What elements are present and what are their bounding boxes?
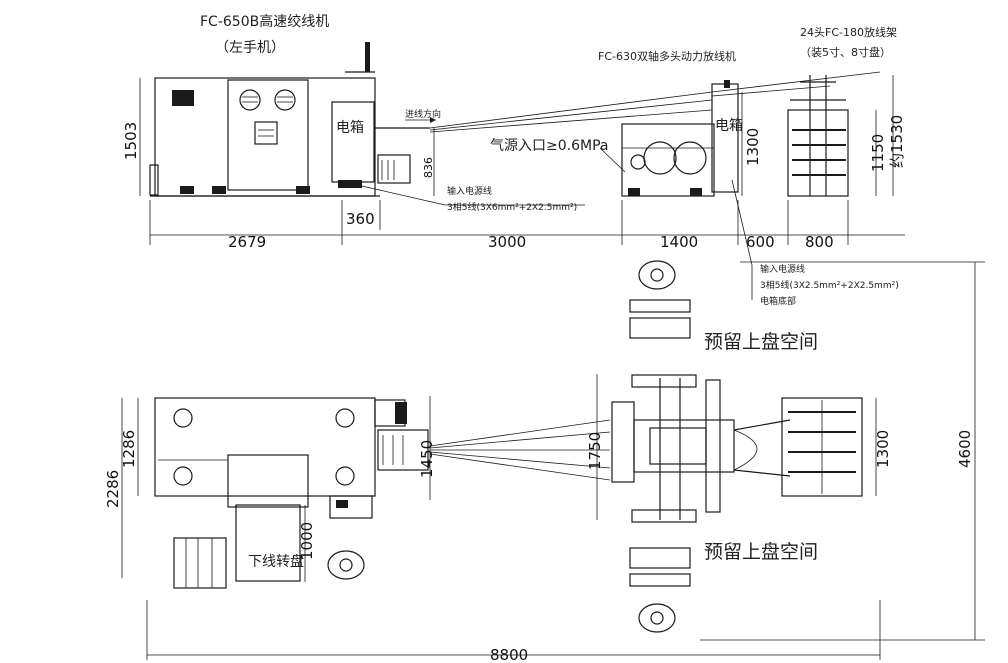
- twister-subtitle: （左手机）: [215, 40, 285, 56]
- dim-1286: 1286: [120, 430, 138, 468]
- dim-1530: 约1530: [888, 115, 906, 168]
- takeup-turntable: [235, 504, 301, 582]
- dim-1750: 1750: [586, 432, 604, 470]
- dim-2679: 2679: [228, 233, 266, 251]
- dim-8800: 8800: [490, 646, 528, 663]
- dim-1503: 1503: [122, 122, 140, 160]
- dim-2286: 2286: [104, 470, 122, 508]
- operator-bottom: [638, 603, 676, 633]
- twister-plan: [154, 397, 376, 497]
- dim-1300-plan: 1300: [874, 430, 892, 468]
- dim-1300-elev: 1300: [744, 128, 762, 166]
- power-in-1-spec: 3相5线(3X6mm²+2X2.5mm²): [447, 201, 577, 213]
- dim-3000: 3000: [488, 233, 526, 251]
- reserve-top-label: 预留上盘空间: [704, 331, 818, 353]
- rack-title: 24头FC-180放线架: [800, 25, 897, 39]
- power-in-2-spec: 3相5线(3X2.5mm²+2X2.5mm²): [760, 279, 899, 291]
- power-in-1-label: 输入电源线: [447, 185, 492, 197]
- payoff-plan: [611, 401, 635, 483]
- rack-subtitle: （装5寸、8寸盘）: [800, 45, 891, 59]
- dim-360: 360: [346, 210, 375, 228]
- electrical-cabinet-1: [331, 101, 375, 183]
- payoff-rack: [787, 109, 849, 197]
- vent-grille: [172, 90, 194, 106]
- feed-direction-label: 进线方向: [405, 108, 441, 120]
- dim-1150: 1150: [869, 134, 887, 172]
- motor: [377, 154, 411, 184]
- dim-600: 600: [746, 233, 775, 251]
- dim-4600: 4600: [956, 430, 974, 468]
- power-in-2-label: 输入电源线: [760, 263, 805, 275]
- cabinet-bottom-label: 电箱底部: [760, 295, 796, 307]
- dim-1400: 1400: [660, 233, 698, 251]
- cabinet-2-label: 电箱: [715, 118, 743, 134]
- dim-800: 800: [805, 233, 834, 251]
- lever-handle: [365, 42, 370, 72]
- reserve-bottom-label: 预留上盘空间: [704, 541, 818, 563]
- takeup-label: 下线转盘: [248, 553, 304, 570]
- payoff-title: FC-630双轴多头动力放线机: [598, 49, 736, 63]
- rack-plan: [781, 397, 863, 497]
- dim-836: 836: [422, 157, 435, 178]
- dim-1000: 1000: [298, 522, 316, 560]
- elevation-view: 电箱 进线方向 电箱: [122, 13, 906, 307]
- operator-top: [638, 260, 676, 290]
- cabinet-1-label: 电箱: [336, 120, 364, 136]
- air-source-label: 气源入口≥0.6MPa: [490, 138, 608, 154]
- payoff-machine: [621, 123, 715, 197]
- operator-figure: [327, 550, 365, 580]
- twister-title: FC-650B高速绞线机: [200, 13, 329, 30]
- dim-1450: 1450: [418, 440, 436, 478]
- plan-view: 下线转盘: [104, 260, 985, 663]
